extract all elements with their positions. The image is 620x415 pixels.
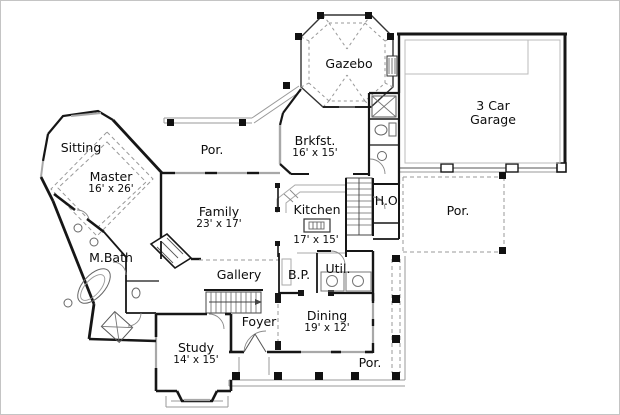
room-label-porch-right: Por. bbox=[447, 204, 470, 218]
garage-name: 3 Car Garage bbox=[470, 98, 516, 127]
kitchen-name: Kitchen bbox=[293, 202, 341, 217]
room-label-utility: Util. bbox=[326, 262, 351, 276]
room-label-kitchen-dims: 17' x 15' bbox=[293, 234, 339, 247]
study-structure bbox=[154, 312, 233, 403]
room-label-garage: 3 Car Garage bbox=[457, 99, 529, 127]
sitting-name: Sitting bbox=[60, 140, 102, 155]
study-dims: 14' x 15' bbox=[173, 354, 219, 367]
brkfst-name: Brkfst. bbox=[294, 133, 336, 149]
room-label-foyer: Foyer bbox=[242, 315, 277, 329]
utility-name: Util. bbox=[325, 261, 351, 276]
family-dims: 23' x 17' bbox=[196, 218, 242, 231]
stairs-main bbox=[345, 177, 373, 257]
porch-outlines bbox=[163, 85, 564, 408]
dining-dims: 19' x 12' bbox=[304, 322, 350, 335]
family-name: Family bbox=[198, 204, 240, 220]
room-label-sitting: Sitting bbox=[61, 141, 102, 155]
room-label-home-office: H.O. bbox=[375, 194, 401, 208]
gazebo-name: Gazebo bbox=[325, 56, 373, 71]
stairs-gallery bbox=[204, 289, 263, 314]
brkfst-dims: 16' x 15' bbox=[292, 147, 338, 160]
room-label-master-bath: M.Bath bbox=[89, 251, 133, 265]
room-label-study: Study 14' x 15' bbox=[173, 341, 218, 367]
room-label-gazebo: Gazebo bbox=[325, 57, 372, 71]
kitchen-structure bbox=[275, 183, 345, 257]
porch-bottom-name: Por. bbox=[358, 355, 382, 370]
room-label-brkfst: Brkfst. 16' x 15' bbox=[292, 134, 337, 160]
room-label-family: Family 23' x 17' bbox=[196, 205, 241, 231]
home-office-structure bbox=[372, 178, 400, 240]
utility-structure bbox=[278, 250, 375, 301]
gallery-name: Gallery bbox=[216, 267, 262, 282]
porch-right-name: Por. bbox=[446, 203, 470, 218]
butlers-pantry-name: B.P. bbox=[287, 267, 311, 282]
garage-structure bbox=[397, 32, 567, 173]
room-label-dining: Dining 19' x 12' bbox=[304, 309, 349, 335]
powder-bath-structure bbox=[367, 91, 401, 184]
foyer-name: Foyer bbox=[241, 314, 277, 329]
home-office-name: H.O. bbox=[374, 193, 402, 208]
dining-foyer-structure bbox=[229, 293, 375, 354]
breakfast-structure bbox=[278, 88, 371, 175]
room-label-butlers-pantry: B.P. bbox=[288, 268, 310, 282]
study-name: Study bbox=[177, 340, 215, 356]
master-name: Master bbox=[89, 169, 133, 185]
room-label-master: Master 16' x 26' bbox=[88, 170, 133, 196]
dining-name: Dining bbox=[306, 308, 348, 324]
room-label-porch-bottom: Por. bbox=[359, 356, 382, 370]
porch-columns bbox=[167, 12, 506, 380]
room-label-porch-top: Por. bbox=[201, 143, 224, 157]
kitchen-dims: 17' x 15' bbox=[293, 234, 339, 247]
master-bath-name: M.Bath bbox=[89, 250, 133, 265]
porch-top-name: Por. bbox=[200, 142, 224, 157]
room-label-gallery: Gallery bbox=[217, 268, 262, 282]
room-label-kitchen: Kitchen bbox=[294, 203, 341, 217]
master-dims: 16' x 26' bbox=[88, 183, 134, 196]
master-suite-structure bbox=[39, 109, 164, 344]
